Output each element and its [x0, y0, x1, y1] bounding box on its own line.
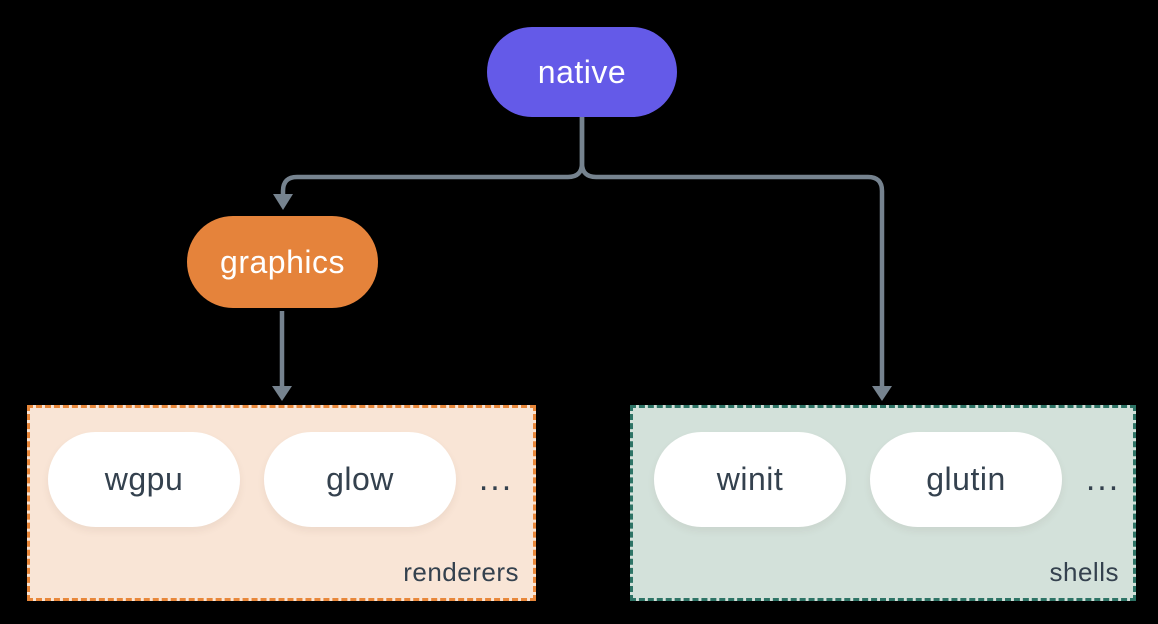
node-glow[interactable]: glow [264, 432, 456, 527]
node-native-label: native [537, 53, 627, 90]
node-winit-label: winit [716, 461, 784, 497]
group-renderers: wgpu glow ... renderers [27, 405, 536, 601]
node-glutin-label: glutin [926, 461, 1006, 497]
node-wgpu[interactable]: wgpu [48, 432, 240, 527]
node-winit[interactable]: winit [654, 432, 846, 527]
shells-more-ellipsis: ... [1085, 460, 1121, 498]
edge-native-graphics [273, 116, 585, 210]
node-native[interactable]: native [487, 27, 677, 117]
edge-graphics-renderers [272, 311, 292, 401]
group-label-renderers: renderers [403, 557, 519, 587]
group-label-shells: shells [1049, 557, 1119, 587]
edge-native-shells [579, 116, 892, 401]
group-shells: winit glutin ... shells [630, 405, 1136, 601]
node-glow-label: glow [326, 461, 394, 497]
node-glutin[interactable]: glutin [870, 432, 1062, 527]
node-wgpu-label: wgpu [104, 461, 184, 497]
node-graphics[interactable]: graphics [187, 216, 378, 308]
node-graphics-label: graphics [220, 243, 345, 280]
renderers-more-ellipsis: ... [478, 460, 514, 498]
